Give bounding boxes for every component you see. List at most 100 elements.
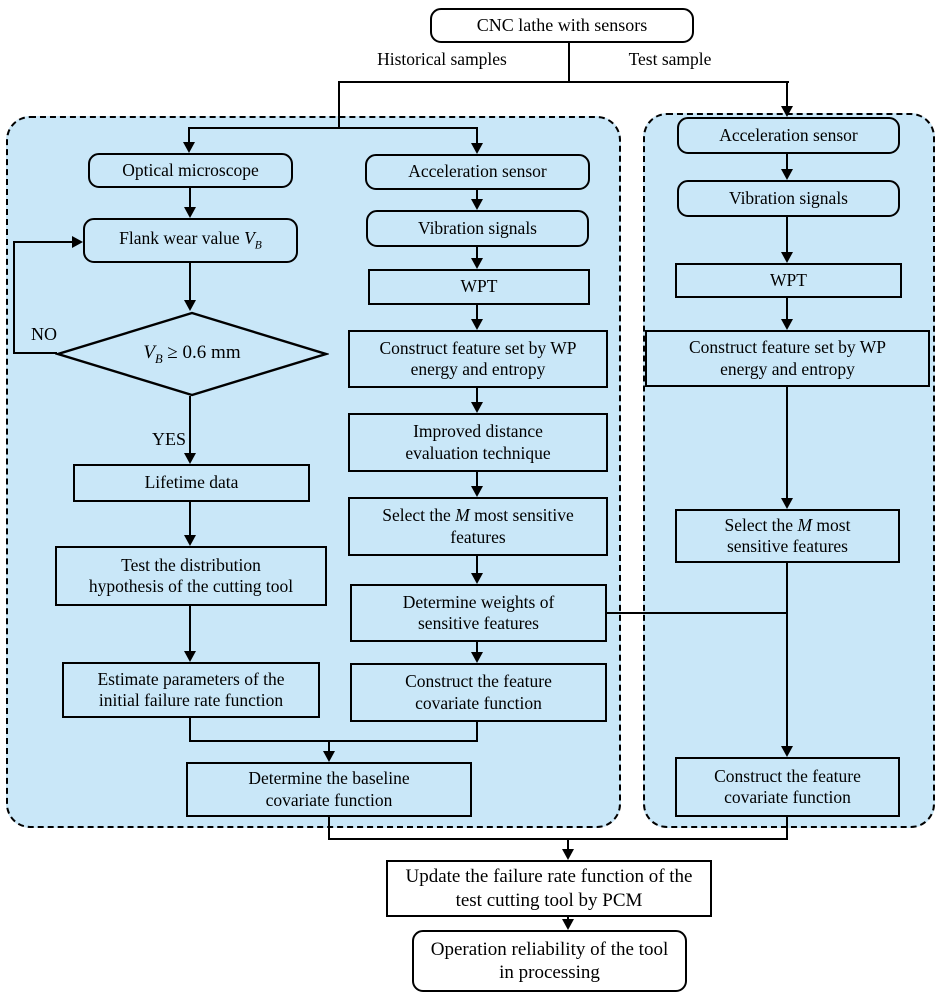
node-test-select-features-label: Select the M most sensitive features [724,514,851,556]
node-test-vibration-label: Vibration signals [728,187,848,208]
edge-merge-update-arrow [562,849,574,860]
edge-to-hist-accel-line [476,127,478,145]
node-test-distribution: Test the distribution hypothesis of the … [55,546,327,606]
edge-to-test-accel-arrow [781,106,793,117]
node-hist-vibration-label: Vibration signals [417,217,537,238]
edge-historical-split-h-line [188,127,478,129]
node-lifetime-data: Lifetime data [73,464,310,502]
edge-test-vib-wpt-line [786,217,788,253]
node-hist-acceleration-label: Acceleration sensor [408,161,547,182]
edge-hist-wpt-featureset-line [476,305,478,320]
node-test-acceleration-label: Acceleration sensor [719,124,858,145]
edge-no-loop-up-line [13,241,15,354]
node-hist-select-features: Select the M most sensitive features [348,497,608,556]
edge-testdist-estimate-arrow [184,651,196,662]
edge-flank-decision-arrow [184,300,196,311]
node-estimate-parameters: Estimate parameters of the initial failu… [62,662,320,718]
edge-to-test-accel-line [786,81,788,108]
edge-hist-wpt-featureset-arrow [471,319,483,330]
node-determine-baseline-label: Determine the baseline covariate functio… [248,768,410,810]
node-cnc-lathe: CNC lathe with sensors [430,8,694,43]
edge-test-vib-wpt-arrow [781,252,793,263]
node-test-feature-set-label: Construct feature set by WP energy and e… [689,337,886,379]
edge-hist-vib-wpt-arrow [471,258,483,269]
node-determine-weights-label: Determine weights of sensitive features [402,591,555,633]
edge-merge-h-line [189,740,478,742]
label-test-sample: Test sample [628,49,712,69]
edge-baseline-down-line [328,817,330,840]
edge-test-wpt-featureset-arrow [781,319,793,330]
edge-select-weights-arrow [471,573,483,584]
node-flank-wear: Flank wear value VB [83,218,298,263]
edge-covariate-down-line [476,722,478,742]
edge-no-loop-bottom-line [13,352,57,354]
decision-text: VB ≥ 0.6 mm [143,341,241,366]
edge-optical-flank-arrow [184,207,196,218]
node-determine-weights: Determine weights of sensitive features [350,584,607,642]
edge-bottom-merge-h-line [328,838,788,840]
edge-weights-to-test-panel-line [607,612,788,614]
node-optical-microscope-label: Optical microscope [122,159,259,180]
edge-merge-baseline-arrow [323,751,335,762]
node-test-feature-covariate: Construct the feature covariate function [675,757,900,817]
node-test-feature-covariate-label: Construct the feature covariate function [714,765,861,807]
edge-historical-down-line [338,81,340,128]
edge-featureset-improved-arrow [471,402,483,413]
node-hist-feature-covariate-label: Construct the feature covariate function [405,671,552,713]
edge-no-loop-top-line [13,241,73,243]
edge-test-featureset-select-line [786,387,788,499]
node-test-vibration-signals: Vibration signals [677,180,900,217]
node-optical-microscope: Optical microscope [88,153,293,188]
node-determine-baseline: Determine the baseline covariate functio… [186,762,472,817]
node-test-distribution-label: Test the distribution hypothesis of the … [88,554,294,596]
node-test-wpt-label: WPT [770,269,807,290]
edge-test-accel-vib-line [786,154,788,170]
edge-yes-arrow [184,453,196,464]
edge-select-weights-line [476,556,478,574]
edge-weights-covariate-line [476,642,478,653]
node-hist-acceleration-sensor: Acceleration sensor [365,154,590,190]
edge-lifetime-testdist-line [189,502,191,536]
node-hist-wpt-label: WPT [460,276,498,297]
edge-estimate-down-line [189,718,191,742]
edge-test-featureset-select-arrow [781,498,793,509]
edge-split-h-line [339,81,789,83]
edge-optical-flank-line [189,188,191,208]
edge-test-covariate-down-line [786,817,788,840]
edge-hist-accel-vib-arrow [471,199,483,210]
edge-merge-update-line [567,840,569,850]
node-improved-distance: Improved distance evaluation technique [348,413,608,472]
node-operation-reliability: Operation reliability of the tool in pro… [412,930,687,992]
edge-to-hist-accel-arrow [471,143,483,154]
node-hist-feature-set-label: Construct feature set by WP energy and e… [379,337,577,379]
node-operation-reliability-label: Operation reliability of the tool in pro… [430,938,669,983]
edge-test-select-covariate-line [786,563,788,748]
edge-to-optical-arrow [183,142,195,153]
node-test-feature-set: Construct feature set by WP energy and e… [645,330,930,387]
edge-featureset-improved-line [476,388,478,403]
edge-hist-vib-wpt-line [476,247,478,259]
node-hist-feature-covariate: Construct the feature covariate function [350,663,607,722]
label-no: NO [31,324,57,344]
node-lifetime-data-label: Lifetime data [144,472,239,493]
decision-diamond-shape [55,311,329,397]
node-flank-wear-label: Flank wear value VB [119,228,262,252]
edge-merge-baseline-line [328,742,330,752]
edge-weights-covariate-arrow [471,652,483,663]
node-hist-feature-set: Construct feature set by WP energy and e… [348,330,608,388]
edge-to-optical-line [188,127,190,144]
node-test-wpt: WPT [675,263,902,298]
edge-hist-accel-vib-line [476,190,478,200]
node-improved-distance-label: Improved distance evaluation technique [405,421,551,463]
edge-improved-select-line [476,472,478,487]
label-historical-samples: Historical samples [377,49,507,69]
edge-test-select-covariate-arrow [781,746,793,757]
node-hist-vibration-signals: Vibration signals [366,210,589,247]
edge-test-wpt-featureset-line [786,298,788,320]
node-update-failure-rate: Update the failure rate function of the … [386,860,712,917]
edge-improved-select-arrow [471,486,483,497]
label-yes: YES [151,429,186,449]
node-hist-wpt: WPT [368,269,590,305]
node-estimate-parameters-label: Estimate parameters of the initial failu… [97,668,285,710]
